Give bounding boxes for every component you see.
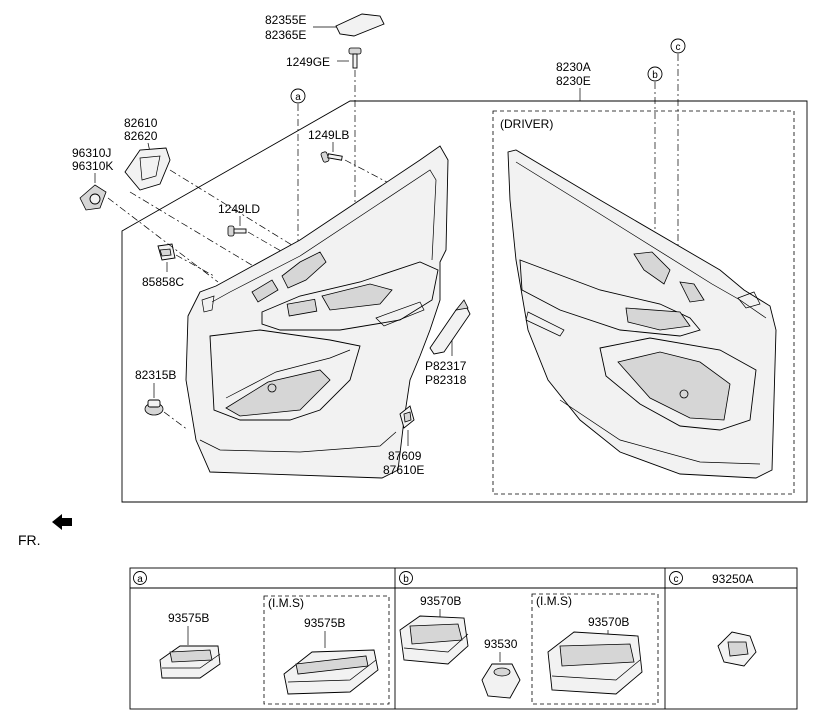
part-1249ld-screw xyxy=(227,225,247,237)
front-arrow-icon xyxy=(52,514,72,530)
table-marker-a xyxy=(133,571,147,585)
label-1249ge: 1249GE xyxy=(286,55,330,69)
dashline-handle-2 xyxy=(169,169,301,251)
part-96310j-speaker xyxy=(79,184,107,211)
callout-c-text: c xyxy=(676,42,681,53)
label-82315b: 82315B xyxy=(135,368,176,382)
table-marker-a-text: a xyxy=(137,574,143,585)
part-p82317-garnish xyxy=(429,299,471,355)
table-marker-c xyxy=(669,571,683,585)
table-marker-c-text: c xyxy=(674,574,679,585)
part-93250a-switch xyxy=(717,631,757,667)
part-87609-bracket xyxy=(399,405,415,429)
label-8230a: 8230A xyxy=(556,60,591,74)
callout-b xyxy=(647,66,663,82)
table-a-part-label: 93575B xyxy=(168,611,209,625)
callout-c xyxy=(670,38,686,54)
part-93570b-ims-switch xyxy=(547,631,643,695)
table-b-part-label: 93570B xyxy=(420,594,461,608)
part-82355e-cover xyxy=(335,13,385,37)
part-93575b-ims-switch xyxy=(283,649,379,695)
main-assembly-frame xyxy=(121,100,808,503)
table-a-ims-box xyxy=(263,595,390,705)
part-85858c-clip xyxy=(157,243,176,261)
label-82365e: 82365E xyxy=(265,28,306,42)
table-b-ims-part-label: 93570B xyxy=(588,615,629,629)
driver-panel-box xyxy=(492,110,795,495)
door-trim-panel-driver xyxy=(507,149,777,479)
label-87610e: 87610E xyxy=(383,463,424,477)
part-93575b-switch xyxy=(159,645,221,679)
dashline-speaker xyxy=(107,197,219,283)
label-82610: 82610 xyxy=(124,116,158,130)
part-82315b-clip xyxy=(144,399,164,416)
table-b-second-part-label: 93530 xyxy=(484,637,518,651)
label-p82318: P82318 xyxy=(425,373,467,387)
driver-label: (DRIVER) xyxy=(500,117,553,131)
part-93530-switch xyxy=(481,663,521,699)
table-marker-b-text: b xyxy=(403,574,409,585)
table-c-part-label: 93250A xyxy=(712,572,753,586)
label-p82317: P82317 xyxy=(425,359,467,373)
callout-a-text: a xyxy=(295,92,301,103)
label-87609: 87609 xyxy=(388,449,422,463)
table-a-ims-part-label: 93575B xyxy=(304,616,345,630)
label-96310j: 96310J xyxy=(72,146,111,160)
label-82620: 82620 xyxy=(124,129,158,143)
part-93570b-switch xyxy=(399,615,469,665)
label-85858c: 85858C xyxy=(142,275,184,289)
table-a-ims-label: (I.M.S) xyxy=(268,596,304,610)
label-8230e: 8230E xyxy=(556,74,591,88)
label-82355e: 82355E xyxy=(265,13,306,27)
table-b-ims-label: (I.M.S) xyxy=(536,594,572,608)
part-82610-inside-handle xyxy=(124,147,171,191)
dashline-1249lb xyxy=(344,159,441,211)
parts-table xyxy=(129,567,798,710)
dashline-handle xyxy=(129,191,261,271)
callout-b-text: b xyxy=(652,70,658,81)
dashline-82315b xyxy=(163,411,189,431)
label-1249lb: 1249LB xyxy=(308,128,349,142)
table-marker-b xyxy=(399,571,413,585)
table-b-ims-box xyxy=(531,593,659,705)
label-96310k: 96310K xyxy=(72,159,113,173)
dashline-85858c xyxy=(175,254,215,277)
part-1249ge-screw xyxy=(348,47,362,69)
front-indicator-label: FR. xyxy=(18,532,41,548)
part-1249lb-screw xyxy=(320,151,343,163)
callout-a xyxy=(290,88,306,104)
door-trim-panel-left xyxy=(185,145,449,479)
label-1249ld: 1249LD xyxy=(218,202,260,216)
